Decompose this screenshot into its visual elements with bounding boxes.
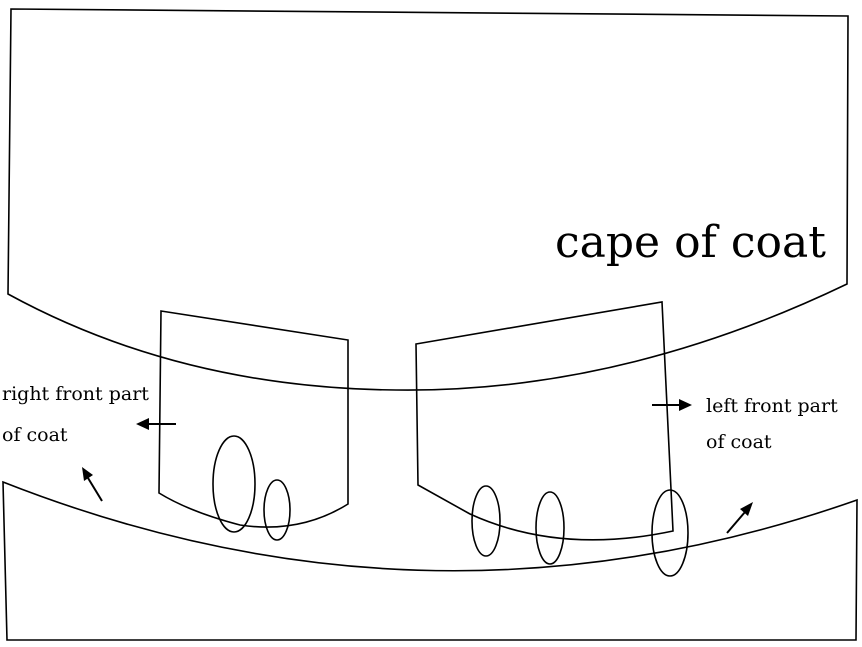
cape-label: cape of coat — [555, 217, 826, 268]
right-front-label-line2: of coat — [2, 424, 68, 446]
arrow-right-icon — [652, 399, 692, 411]
button-oval — [212, 435, 256, 533]
left-front-panel — [415, 301, 674, 541]
button-oval — [651, 489, 689, 577]
button-oval — [471, 485, 501, 557]
cape-piece — [7, 8, 849, 391]
skirt-piece — [2, 480, 858, 641]
arrow-up-left-icon — [82, 467, 103, 502]
arrow-left-icon — [136, 418, 176, 430]
arrow-up-right-icon — [726, 502, 753, 534]
left-front-label-line2: of coat — [706, 431, 772, 453]
button-oval — [535, 491, 565, 565]
button-oval — [263, 479, 291, 541]
right-front-panel — [158, 310, 349, 528]
left-front-label-line1: left front part — [706, 395, 838, 417]
right-front-label-line1: right front part — [2, 383, 149, 405]
